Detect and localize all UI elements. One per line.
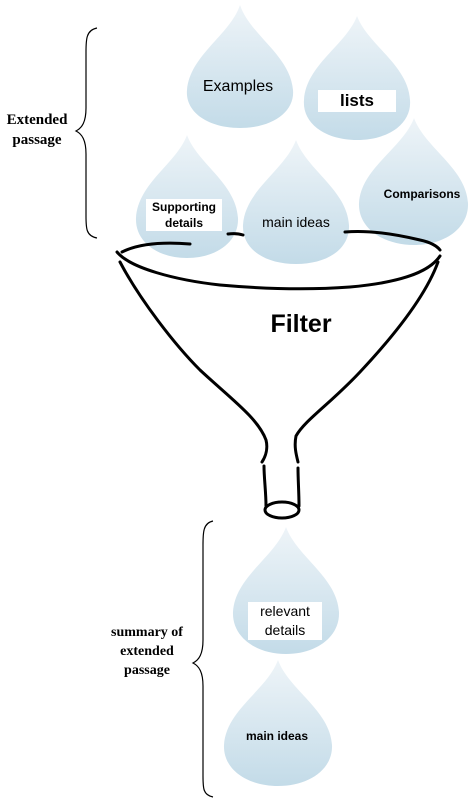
extended-passage-label: Extended passage	[6, 112, 68, 148]
drop-main-ideas-label: main ideas	[262, 214, 330, 230]
funnel	[115, 230, 442, 520]
drop-examples	[186, 5, 294, 128]
funnel-filter-label: Filter	[270, 310, 332, 338]
drop-lists	[303, 16, 411, 140]
drop-supporting-details-label: Supporting details	[146, 199, 222, 231]
drop-main-ideas-bottom	[223, 660, 333, 786]
summary-label: summary of extended passage	[111, 625, 183, 678]
drop-comparisons-label: Comparisons	[383, 187, 461, 201]
drop-main-ideas	[242, 140, 350, 264]
drop-supporting-details	[135, 135, 239, 258]
drop-main-ideas-bottom-label: main ideas	[245, 729, 309, 743]
brace-summary	[191, 520, 214, 798]
drop-examples-label: Examples	[202, 78, 274, 95]
drop-relevant-details-label: relevant details	[248, 602, 322, 640]
brace-extended-passage	[74, 27, 98, 239]
drop-comparisons	[358, 118, 469, 245]
drop-lists-label: lists	[318, 90, 396, 112]
